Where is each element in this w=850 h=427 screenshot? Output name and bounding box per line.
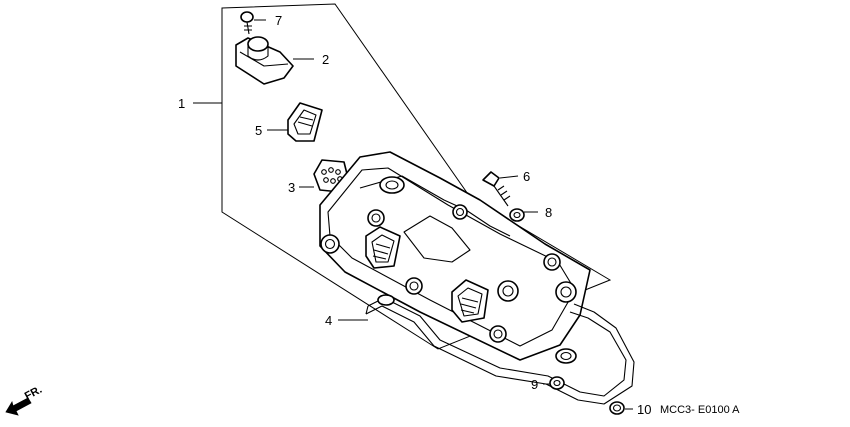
diagram-code: MCC3- E0100 A bbox=[660, 404, 740, 416]
callout-4: 4 bbox=[325, 313, 332, 328]
callout-1: 1 bbox=[178, 96, 185, 111]
callout-10: 10 bbox=[637, 402, 651, 417]
callout-8: 8 bbox=[545, 205, 552, 220]
cylinder-head-cover[interactable] bbox=[319, 151, 591, 361]
callout-5: 5 bbox=[255, 123, 262, 138]
callout-6: 6 bbox=[523, 169, 530, 184]
part-4-gasket[interactable] bbox=[338, 294, 635, 405]
part-9-grommet[interactable] bbox=[543, 376, 565, 390]
callout-7: 7 bbox=[275, 13, 282, 28]
part-7-bolt[interactable] bbox=[240, 11, 266, 35]
part-2-breather-cover[interactable] bbox=[235, 36, 314, 85]
callout-3: 3 bbox=[288, 180, 295, 195]
front-indicator: FR. bbox=[5, 384, 44, 416]
part-6-bolt[interactable] bbox=[482, 171, 519, 207]
callout-9: 9 bbox=[531, 377, 538, 392]
part-8-washer[interactable] bbox=[509, 208, 538, 222]
assembly-frame bbox=[193, 3, 612, 350]
part-5-cover-plate[interactable] bbox=[267, 102, 323, 142]
part-10-seal[interactable] bbox=[609, 401, 633, 415]
front-label: FR. bbox=[23, 384, 44, 403]
callout-2: 2 bbox=[322, 52, 329, 67]
arrow-left-down-icon bbox=[5, 397, 32, 416]
